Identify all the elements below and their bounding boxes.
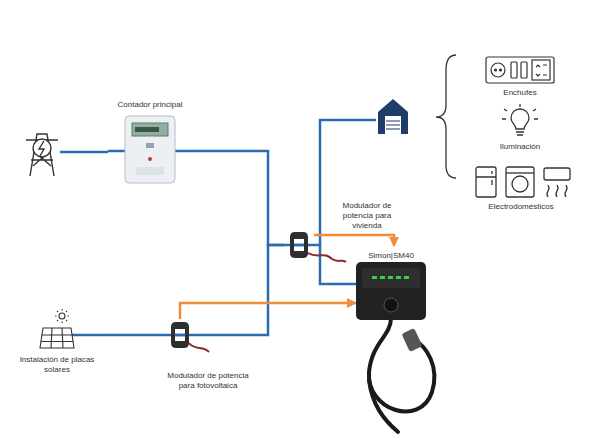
sun-disc [59,313,65,319]
icon-node: Electrodomésticos [468,165,574,212]
meter-digits [135,127,159,132]
control-arrow [314,235,394,246]
status-leds [372,276,409,279]
socket-pin [495,69,497,71]
clamp-body [290,232,308,258]
node-label: Contador principal [108,100,192,110]
bulb-symbol [502,104,538,135]
bulb-base [516,132,524,135]
cable-loop [369,318,434,412]
icon-node: Enchufes [480,55,560,98]
status-led [404,276,409,279]
power-wire [195,245,284,335]
panel-arrows [536,65,547,76]
panel-grid [41,328,74,348]
appliance-symbols [476,167,570,197]
pylon-symbol [26,134,58,176]
wire-stub [72,334,102,337]
wire-stub [175,150,192,153]
solar-panel [40,328,74,348]
house-symbol [378,99,408,134]
sun-symbol [55,309,69,323]
node-label: Modulador de potencia para vivienda [330,201,404,231]
wire-through [175,334,185,337]
house-shape [378,99,408,134]
node-icon [284,229,314,261]
node-icon [468,165,574,199]
cable-end [369,380,398,432]
socket [491,63,505,77]
clamp-sensor: Modulador de potencia para fotovoltaica [165,319,195,351]
status-led [380,276,385,279]
outlet-frame [486,57,554,83]
pylon-bars [26,140,58,166]
node-label: Iluminación [480,142,560,152]
icon-node: Simon|SM40 [356,246,426,322]
pylon-badge [33,139,51,157]
outlet-symbol [486,57,554,83]
node-icon [480,55,560,85]
power-wire [102,334,165,337]
clamp-body [171,322,189,348]
bulb-glass [511,109,529,129]
sensor-wire [189,343,209,352]
wire-through [165,334,195,337]
meter-display [132,123,168,136]
switch [511,62,517,78]
icon-node: Contador principal [108,100,192,185]
air-waves [547,185,567,197]
charger-body [356,262,426,320]
bulb-rays [502,104,538,119]
node-label: Enchufes [480,88,560,98]
clamp-sensor: Modulador de potencia para vivienda [284,229,314,261]
garage-lines [386,121,400,129]
node-icon [108,115,192,185]
power-wire [192,151,284,245]
sun-rays [55,309,69,323]
wire-through [294,244,304,247]
node-icon [356,262,426,322]
fridge [476,167,496,197]
plug-head [401,328,422,352]
meter-body [125,116,175,183]
washer [506,167,534,197]
wire-through [284,244,314,247]
washer-panel [506,172,534,173]
charger-face [362,268,420,288]
switch [521,62,527,78]
charger-cable [369,318,434,432]
control-panel [532,60,550,80]
control-arrow [180,303,356,319]
meter-plate [136,167,164,175]
node-label: Electrodomésticos [468,202,574,212]
node-label: Modulador de potencia para fotovoltaica [163,371,253,391]
grid-wire [60,151,108,154]
status-led [396,276,401,279]
meter-led [148,157,152,161]
node-icon [12,308,102,352]
fridge-door [476,171,496,185]
meter-button [146,143,154,148]
status-led [372,276,377,279]
node-icon [165,319,195,351]
wire-stub [108,150,125,153]
node-icon [480,107,560,139]
node-label: Instalación de placas solares [12,355,102,375]
status-led [388,276,393,279]
icon-node: Instalación de placas solares [12,308,102,375]
panel-frame [40,328,74,348]
socket-pin [500,69,502,71]
plug-dock [384,298,398,312]
icon-node: Iluminación [480,107,560,152]
curly-bracket [436,55,456,178]
node-label: Simon|SM40 [356,251,426,261]
power-wire [314,245,356,284]
washer-drum [512,176,528,192]
sensor-wire [308,253,346,262]
air-conditioner [544,168,570,180]
garage-door [385,116,401,134]
lightning-symbol [39,141,44,156]
